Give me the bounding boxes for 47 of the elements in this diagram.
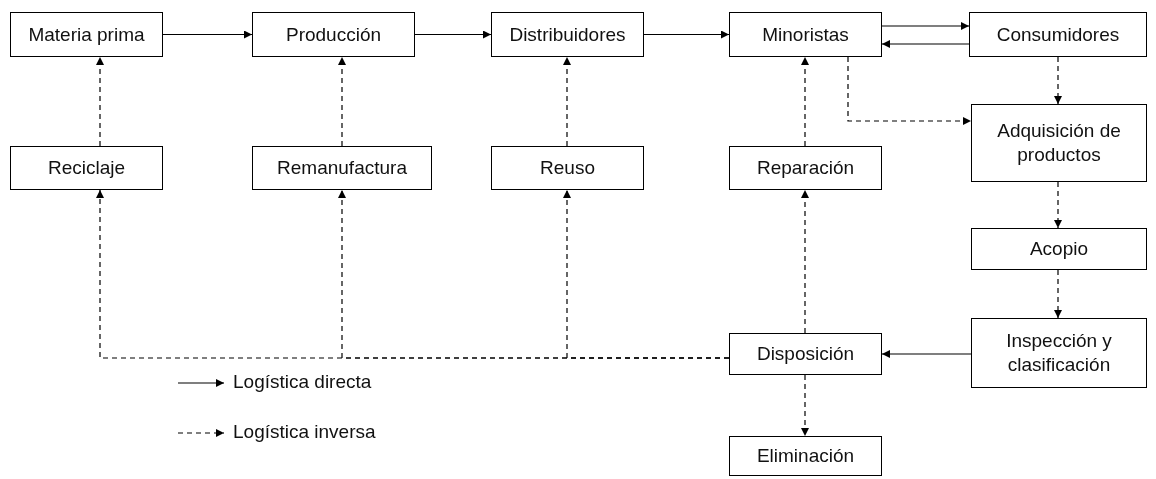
- arrow: [643, 30, 730, 39]
- arrow: [338, 56, 346, 147]
- arrow: [881, 350, 972, 358]
- legend-label: Logística directa: [233, 371, 372, 393]
- legend-label: Logística inversa: [233, 421, 376, 443]
- arrow: [414, 30, 492, 39]
- arrow: [801, 189, 809, 334]
- box-label: Reciclaje: [47, 156, 126, 180]
- box-label: Minoristas: [762, 22, 849, 47]
- arrow: [847, 56, 972, 125]
- process-box: [491, 12, 644, 57]
- process-box: [729, 12, 882, 57]
- box-label: Disposición: [756, 342, 855, 366]
- process-box: [729, 333, 882, 375]
- arrow: [1054, 269, 1062, 319]
- process-box: [971, 318, 1147, 388]
- process-box: [971, 228, 1147, 270]
- arrow: [563, 56, 571, 147]
- box-label: Distribuidores: [509, 22, 626, 47]
- box-label: Inspección y clasificación: [1005, 329, 1113, 377]
- process-box: [969, 12, 1147, 57]
- process-box: [729, 436, 882, 476]
- box-label: Adquisición de productos: [996, 119, 1122, 167]
- arrow: [162, 30, 253, 39]
- process-box: [252, 12, 415, 57]
- box-label: Remanufactura: [277, 156, 407, 180]
- process-box: [971, 104, 1147, 182]
- arrow: [563, 189, 730, 359]
- arrow: [881, 40, 970, 48]
- box-label: Eliminación: [756, 444, 855, 468]
- box-label: Reparación: [756, 156, 855, 180]
- box-label: Materia prima: [28, 22, 145, 47]
- process-box: [252, 146, 432, 190]
- arrow: [1054, 181, 1062, 229]
- arrow: [96, 56, 104, 147]
- process-box: [10, 12, 163, 57]
- box-label: Producción: [285, 22, 382, 47]
- arrow: [1054, 56, 1062, 105]
- arrow: [881, 22, 970, 30]
- process-box: [10, 146, 163, 190]
- box-label: Acopio: [1029, 237, 1089, 261]
- process-box: [491, 146, 644, 190]
- process-box: [729, 146, 882, 190]
- box-label: Consumidores: [996, 22, 1120, 47]
- box-label: Reuso: [540, 156, 595, 180]
- arrow: [801, 56, 809, 147]
- arrow: [801, 374, 809, 437]
